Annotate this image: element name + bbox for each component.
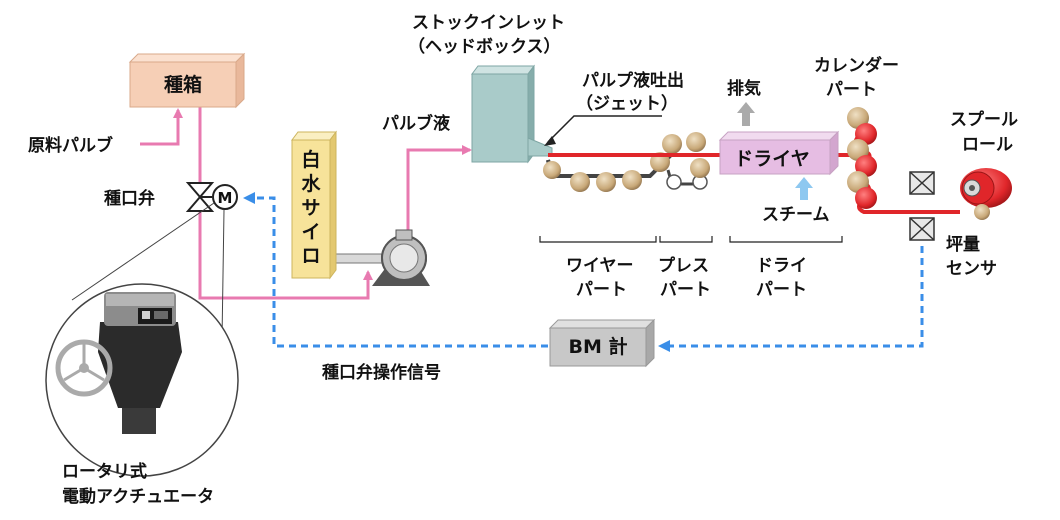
spool-label-line1: スプール (950, 109, 1018, 130)
dryer: ドライヤ (718, 130, 840, 176)
bm-to-valve-line (243, 192, 548, 348)
basis-weight-label-line2: センサ (946, 259, 997, 279)
pump-icon (372, 229, 430, 286)
callout-line-2 (221, 209, 225, 341)
wire-part-label-line1: ワイヤー (566, 256, 634, 276)
motor-label: M (218, 189, 233, 207)
spool-roll (960, 168, 1012, 220)
bm-controller: BM 計 (548, 318, 656, 368)
dry-bracket (729, 236, 843, 243)
dryer-label: ドライヤ (734, 148, 809, 170)
actuator-label-line1: ロータリ式 (62, 461, 147, 482)
press-part (666, 132, 710, 190)
jet-callout-arrow (547, 115, 662, 143)
sensor-to-bm-line (658, 246, 924, 352)
bm-label: BM 計 (568, 335, 627, 358)
steam-label: スチーム (762, 205, 830, 225)
valve-outlet-line (198, 210, 373, 300)
raw-pulp-line (140, 108, 183, 146)
silo-label-char-5: ロ (301, 245, 320, 267)
silo-label-char-2: 水 (301, 173, 321, 195)
white-water-silo: 白 水 サ イ ロ (291, 130, 337, 280)
jet-label-line2: （ジェット） (576, 93, 678, 114)
silo-outlet-pipe (331, 253, 385, 264)
dry-part-label-line1: ドライ (756, 256, 807, 276)
section-brackets (539, 236, 843, 243)
pump-to-headbox-line (406, 145, 472, 230)
seed-box: 種箱 (128, 52, 246, 109)
dry-part-label-line2: パート (756, 280, 807, 300)
pulp-flow-lines (140, 98, 472, 300)
stock-inlet-label-line1: ストックインレット (412, 13, 565, 33)
seed-box-label: 種箱 (164, 73, 202, 96)
callout-line-1 (71, 202, 215, 301)
silo-label-char-1: 白 (301, 148, 320, 171)
steam-arrow (795, 177, 813, 200)
wire-part-label-line2: パート (576, 280, 627, 300)
actuator-icon (45, 283, 239, 477)
press-bracket (659, 236, 713, 243)
wire-part (543, 134, 682, 192)
wire-bracket (539, 236, 657, 243)
jet-label-line1: パルプ液吐出 (582, 70, 684, 91)
calender-label-line2: パート (826, 80, 877, 100)
actuator-label-line2: 電動アクチュエータ (62, 486, 214, 507)
press-part-label-line1: プレス (658, 255, 709, 276)
calender-part (847, 107, 960, 214)
signal-lines (243, 192, 924, 352)
stock-inlet-label-line2: （ヘッドボックス） (408, 36, 561, 57)
exhaust-label: 排気 (727, 78, 761, 99)
silo-label-char-4: イ (301, 221, 320, 243)
silo-label-char-3: サ (301, 197, 320, 219)
signal-label: 種口弁操作信号 (322, 362, 441, 383)
basis-weight-label-line1: 坪量 (946, 234, 980, 255)
exhaust-arrow (737, 102, 755, 126)
raw-pulp-label: 原料パルブ (28, 135, 113, 156)
motor-icon: M (212, 184, 238, 210)
seed-valve-label: 種口弁 (104, 188, 155, 209)
press-part-label-line2: パート (660, 280, 711, 300)
spool-label-line2: ロール (962, 135, 1013, 155)
headbox (471, 64, 553, 164)
calender-label-line1: カレンダー (814, 55, 899, 76)
pulp-liquid-label: パルブ液 (382, 113, 450, 134)
valve-icon (185, 182, 215, 212)
sensor-icon (909, 171, 935, 241)
